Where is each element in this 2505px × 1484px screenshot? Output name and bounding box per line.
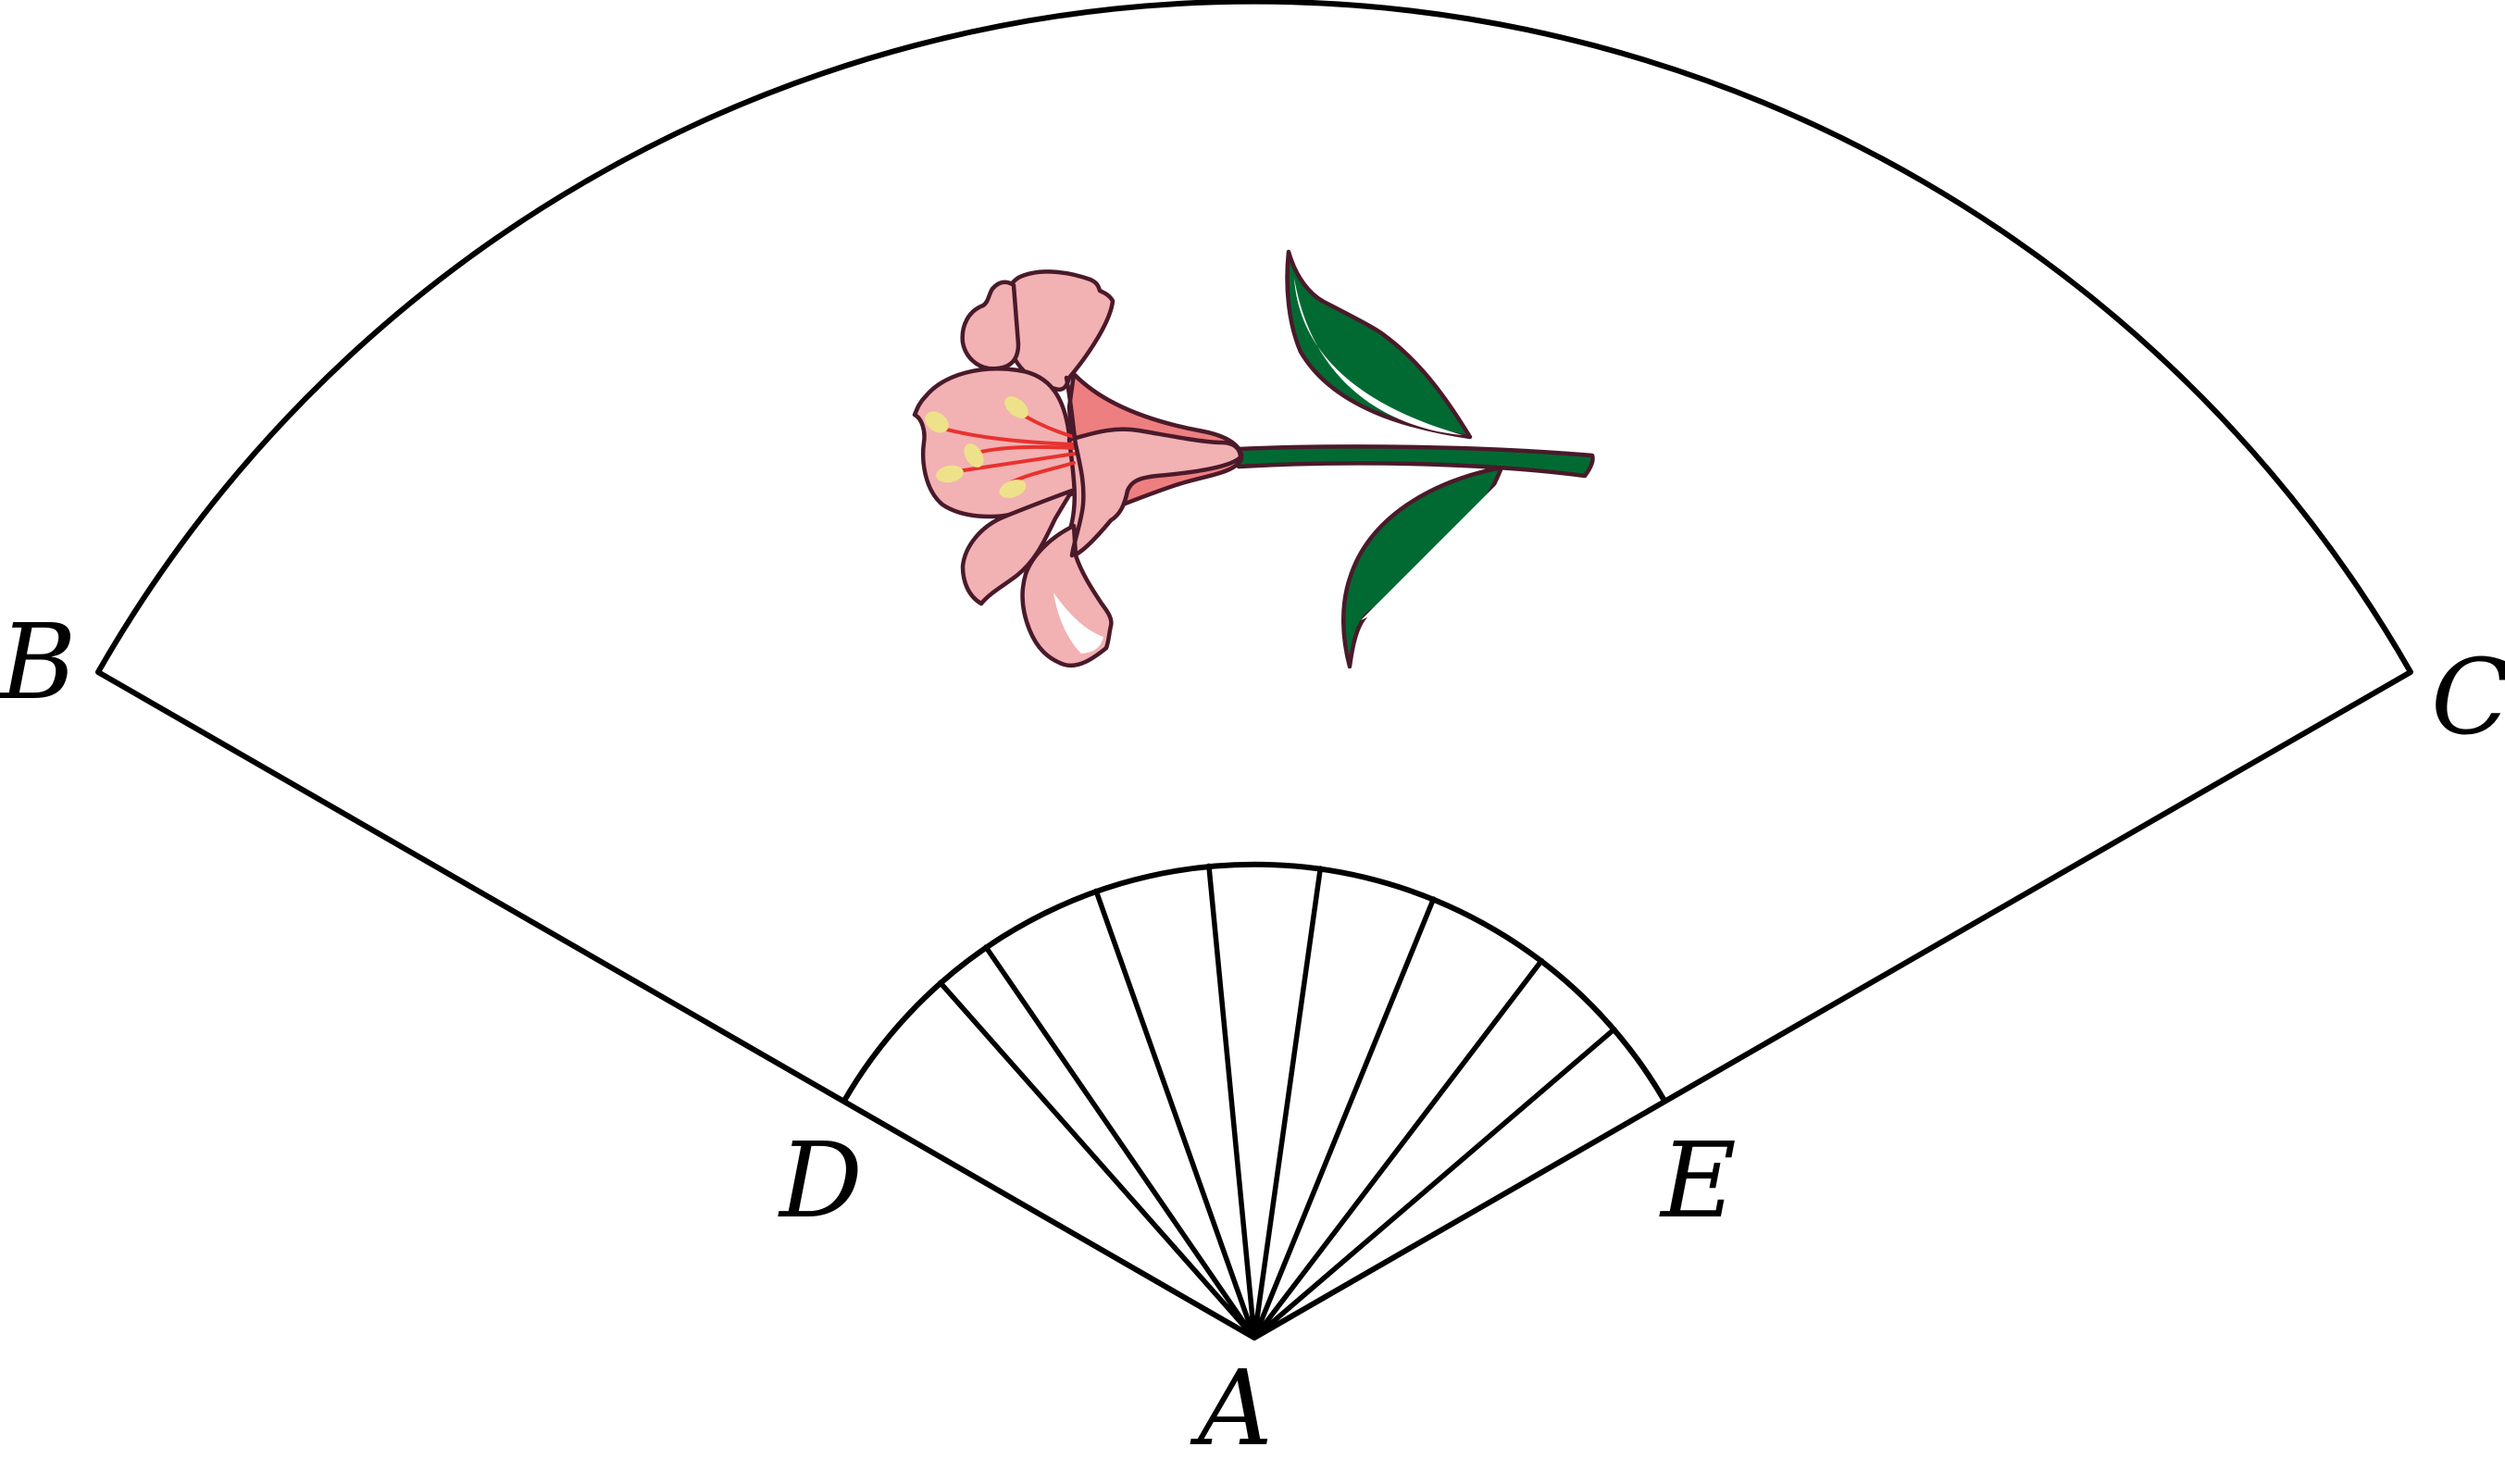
fan-rib bbox=[1252, 957, 1545, 1341]
petal-bottom-highlight bbox=[1053, 592, 1103, 654]
petal-fold bbox=[1064, 375, 1086, 558]
fan-rib bbox=[937, 979, 1257, 1341]
fan-rib bbox=[1252, 896, 1437, 1341]
fan-ribs bbox=[937, 863, 1617, 1341]
label-E: E bbox=[1659, 1121, 1737, 1241]
lower-leaf-highlight bbox=[1361, 472, 1509, 620]
label-B: B bbox=[0, 603, 76, 723]
inner-arc-DE bbox=[841, 861, 1667, 1104]
label-C: C bbox=[2431, 638, 2505, 758]
outer-fan-outline bbox=[95, 0, 2413, 1341]
fan-rib bbox=[1252, 1027, 1617, 1341]
upper-leaf-highlight bbox=[1294, 278, 1463, 435]
label-A: A bbox=[1190, 1349, 1273, 1469]
lily-flower-with-leaves-icon bbox=[912, 249, 1595, 669]
anthers bbox=[925, 396, 1028, 498]
fan-rib bbox=[1093, 888, 1257, 1341]
fan-rib bbox=[1206, 863, 1257, 1341]
label-D: D bbox=[778, 1121, 863, 1241]
stem bbox=[1236, 444, 1595, 479]
upper-leaf bbox=[1285, 249, 1473, 440]
fan-rib bbox=[1252, 866, 1324, 1341]
petal-upper-left bbox=[960, 280, 1021, 371]
fan-rib bbox=[983, 944, 1257, 1341]
